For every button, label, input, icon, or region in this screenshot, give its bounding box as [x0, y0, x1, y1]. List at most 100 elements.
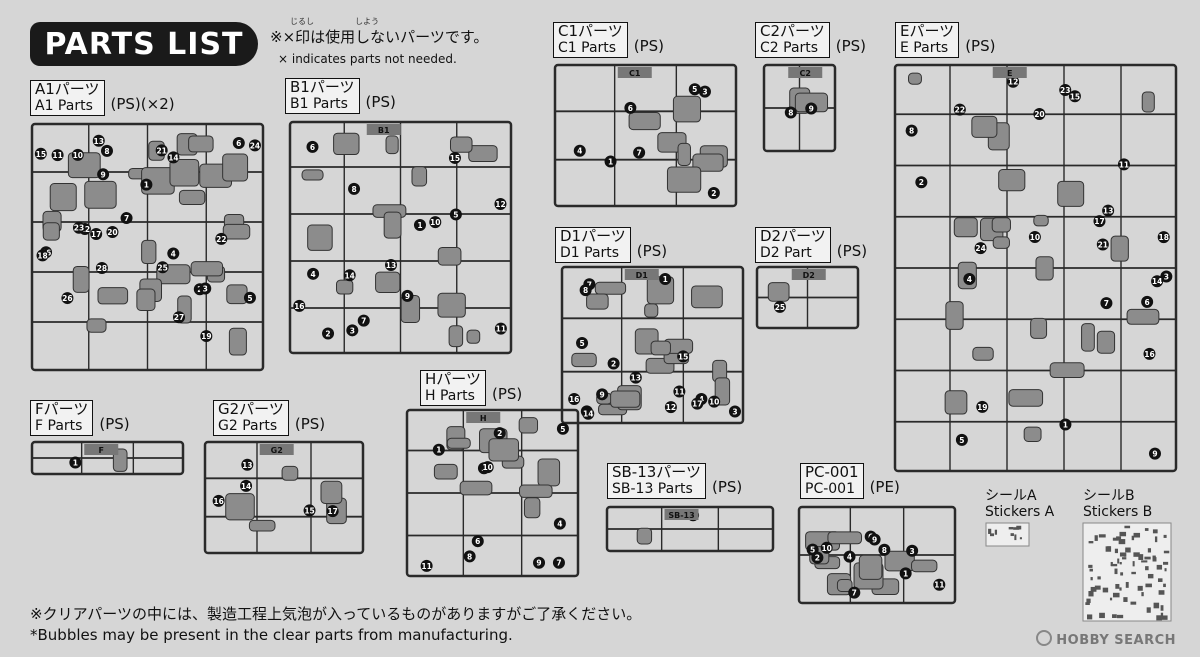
- part-number-marker: 9: [401, 289, 414, 302]
- runner-tag-plate: [617, 67, 652, 78]
- part-number-marker: 1: [69, 456, 82, 469]
- part-number: 21: [156, 146, 166, 155]
- part-number-dot: [167, 247, 180, 260]
- plastic-part: [767, 282, 790, 302]
- sticker-mark: [1094, 585, 1101, 590]
- plastic-part: [190, 261, 224, 277]
- part-number-dot: [69, 456, 82, 469]
- plastic-part: [449, 136, 473, 153]
- part-number-dot: [607, 357, 620, 370]
- part-number: 14: [1152, 277, 1162, 286]
- plastic-part: [644, 303, 659, 318]
- part-number-dot: [71, 148, 84, 161]
- runner-tag-text: H: [480, 414, 487, 423]
- part-number-marker: 6: [306, 140, 319, 153]
- part-number-dot: [698, 85, 711, 98]
- sticker-mark: [1157, 578, 1163, 582]
- part-number-dot: [432, 443, 445, 456]
- sticker-mark: [1130, 601, 1137, 605]
- plastic-part: [610, 390, 641, 408]
- plastic-part: [446, 437, 471, 449]
- part-number: 3: [1164, 273, 1169, 282]
- part-number-dot: [878, 543, 891, 556]
- part-number-marker: 13: [241, 458, 254, 471]
- part-number: 2: [919, 178, 924, 187]
- plastic-part: [226, 284, 248, 305]
- part-number: 24: [250, 141, 260, 150]
- runner-tag: H: [466, 412, 501, 423]
- part-number-marker: 25: [156, 261, 169, 274]
- part-number-marker: 25: [773, 300, 786, 313]
- sticker-mark: [1156, 615, 1162, 621]
- plastic-part: [437, 246, 462, 266]
- part-number: 17: [692, 400, 702, 409]
- runner-svg: 1234567891011121314151617D1: [560, 265, 745, 425]
- part-number-marker: 14: [582, 407, 595, 420]
- plastic-part: [248, 519, 276, 532]
- part-number-dot: [307, 267, 320, 280]
- part-number-marker: 16: [293, 299, 306, 312]
- part-number: 17: [91, 230, 101, 239]
- part-number-marker: 11: [1117, 158, 1130, 171]
- sticker-mark: [1105, 546, 1112, 552]
- part-number-marker: 15: [303, 504, 316, 517]
- part-number: 26: [62, 294, 72, 303]
- part-number-marker: 1: [432, 443, 445, 456]
- part-number-marker: 19: [976, 400, 989, 413]
- runner-tag-text: F: [99, 446, 104, 455]
- sticker-mark: [1019, 537, 1022, 540]
- plastic-part: [945, 301, 964, 330]
- sticker-mark: [1097, 576, 1101, 580]
- part-number: 15: [1070, 92, 1080, 101]
- part-number-marker: 10: [429, 216, 442, 229]
- part-number-marker: 3: [698, 85, 711, 98]
- part-number-dot: [385, 258, 398, 271]
- part-number-dot: [1117, 158, 1130, 171]
- plastic-part: [1049, 362, 1085, 378]
- plastic-part: [1126, 308, 1160, 325]
- sticker-mark: [989, 533, 995, 537]
- part-number-marker: 8: [100, 144, 113, 157]
- plastic-part: [281, 465, 299, 481]
- part-number-dot: [1148, 447, 1161, 460]
- part-number-marker: 2: [322, 327, 335, 340]
- part-number-dot: [664, 401, 677, 414]
- plastic-part: [991, 217, 1011, 233]
- sticker-mark: [1133, 532, 1141, 538]
- part-number-marker: 17: [691, 397, 704, 410]
- part-number: 10: [482, 463, 492, 472]
- sticker-mark: [1119, 552, 1126, 557]
- plastic-part: [222, 223, 251, 240]
- plastic-part: [228, 327, 247, 356]
- part-number-dot: [1096, 238, 1109, 251]
- part-number-dot: [868, 533, 881, 546]
- sticker-mark: [1119, 531, 1127, 537]
- part-number-dot: [61, 292, 74, 305]
- sticker-mark: [1120, 572, 1124, 576]
- part-number-dot: [820, 541, 833, 554]
- part-number-marker: 19: [200, 330, 213, 343]
- plastic-part: [468, 145, 498, 163]
- part-number: 18: [37, 251, 47, 260]
- ruby-text: じるし: [290, 17, 314, 26]
- runner-outline: [203, 440, 365, 555]
- sticker-mark: [1117, 558, 1120, 564]
- part-number-marker: 17: [1093, 215, 1106, 228]
- part-number: 8: [104, 147, 109, 156]
- sticker-mark: [1112, 537, 1119, 541]
- part-number-dot: [481, 461, 494, 474]
- part-number: 2: [711, 189, 716, 198]
- part-number: 10: [821, 544, 831, 553]
- runner-tag: E: [992, 67, 1027, 78]
- sticker-mark: [1145, 583, 1152, 588]
- plastic-part: [437, 292, 466, 318]
- part-number-dot: [963, 272, 976, 285]
- part-number-marker: 12: [494, 198, 507, 211]
- part-number-dot: [248, 139, 261, 152]
- runner-tag: D2: [791, 269, 826, 280]
- part-number-dot: [1100, 297, 1113, 310]
- sticker-mark: [1110, 563, 1118, 567]
